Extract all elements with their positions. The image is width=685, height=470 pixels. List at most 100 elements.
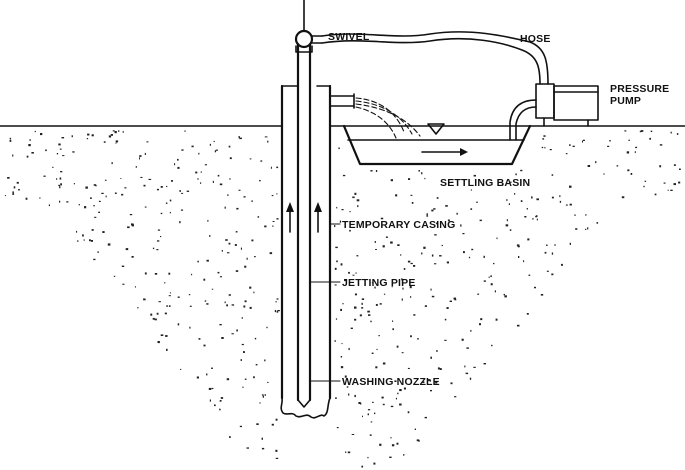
soil-speck [227, 252, 230, 254]
soil-speck [181, 149, 184, 151]
soil-speck [357, 205, 359, 208]
soil-speck [78, 204, 80, 206]
label-pump-line1: PRESSURE [610, 83, 669, 95]
soil-speck [479, 219, 482, 222]
soil-speck [213, 140, 215, 142]
soil-speck [407, 260, 411, 263]
soil-speck [587, 227, 589, 230]
soil-speck [39, 197, 41, 199]
soil-speck [143, 184, 146, 187]
soil-speck [266, 326, 268, 329]
soil-speck [108, 135, 112, 138]
soil-speck [654, 193, 657, 196]
soil-speck [259, 402, 261, 404]
soil-speck [267, 381, 269, 383]
swivel [294, 0, 323, 53]
soil-speck [569, 144, 571, 146]
soil-speck [83, 239, 85, 241]
soil-speck [244, 378, 247, 380]
soil-speck [214, 150, 217, 153]
soil-speck [451, 181, 454, 183]
temporary-casing [280, 84, 332, 419]
soil-speck [72, 151, 75, 153]
soil-speck [269, 252, 273, 255]
soil-speck [476, 201, 478, 203]
soil-speck [413, 314, 416, 316]
soil-speck [516, 244, 520, 247]
soil-speck [408, 178, 411, 180]
soil-speck [211, 367, 213, 369]
soil-speck [98, 211, 100, 213]
soil-speck [354, 306, 357, 309]
soil-speck [382, 245, 385, 248]
soil-speck [396, 345, 399, 348]
soil-speck [115, 140, 119, 143]
soil-speck [56, 153, 59, 155]
soil-speck [551, 273, 554, 276]
soil-speck [13, 186, 16, 189]
water-spray [355, 97, 421, 139]
soil-speck [414, 428, 416, 430]
soil-speck [621, 196, 625, 199]
soil-speck [383, 293, 386, 295]
soil-speck [430, 356, 432, 359]
soil-speck [431, 295, 435, 298]
soil-speck [340, 356, 343, 358]
soil-speck [352, 274, 355, 276]
soil-speck [559, 200, 562, 203]
soil-speck [389, 456, 392, 458]
soil-speck [264, 136, 268, 138]
soil-speck [334, 284, 337, 286]
soil-speck [238, 136, 240, 139]
soil-speck [215, 149, 218, 151]
soil-speck [488, 276, 490, 278]
soil-speck [354, 293, 357, 296]
soil-speck [103, 141, 106, 143]
soil-speck [445, 205, 448, 207]
soil-speck [93, 258, 96, 261]
soil-speck [392, 320, 394, 322]
soil-speck [403, 387, 406, 390]
soil-speck [360, 402, 362, 405]
soil-speck [375, 304, 378, 306]
soil-speck [239, 425, 242, 428]
soil-speck [156, 188, 159, 191]
soil-speck [229, 157, 232, 160]
soil-speck [254, 256, 256, 258]
soil-speck [221, 250, 223, 252]
soil-speck [129, 214, 133, 216]
discharge-spout [329, 93, 355, 109]
soil-speck [416, 439, 420, 442]
soil-speck [410, 296, 412, 298]
soil-speck [272, 221, 275, 222]
soil-speck [565, 204, 568, 206]
soil-speck [392, 328, 394, 331]
soil-speck [209, 399, 211, 402]
soil-speck [131, 224, 134, 227]
soil-speck [157, 229, 161, 231]
soil-speck [639, 130, 642, 133]
soil-speck [375, 249, 377, 250]
soil-speck [428, 379, 431, 382]
soil-speck [115, 142, 117, 144]
soil-speck [169, 292, 171, 294]
soil-speck [276, 193, 278, 195]
soil-speck [435, 381, 438, 384]
soil-speck [140, 176, 143, 178]
soil-speck [439, 368, 442, 370]
soil-speck [203, 344, 206, 347]
soil-speck [650, 130, 653, 132]
soil-speck [565, 153, 568, 155]
soil-speck [403, 268, 406, 270]
soil-speck [256, 423, 259, 425]
soil-speck [135, 166, 137, 168]
soil-speck [370, 320, 372, 323]
soil-speck [506, 199, 508, 202]
soil-speck [255, 364, 258, 366]
soil-speck [264, 394, 266, 396]
soil-speck [224, 206, 226, 209]
soil-speck [403, 454, 405, 456]
soil-speck [396, 442, 399, 445]
soil-texture [4, 130, 681, 468]
soil-speck [520, 200, 523, 202]
